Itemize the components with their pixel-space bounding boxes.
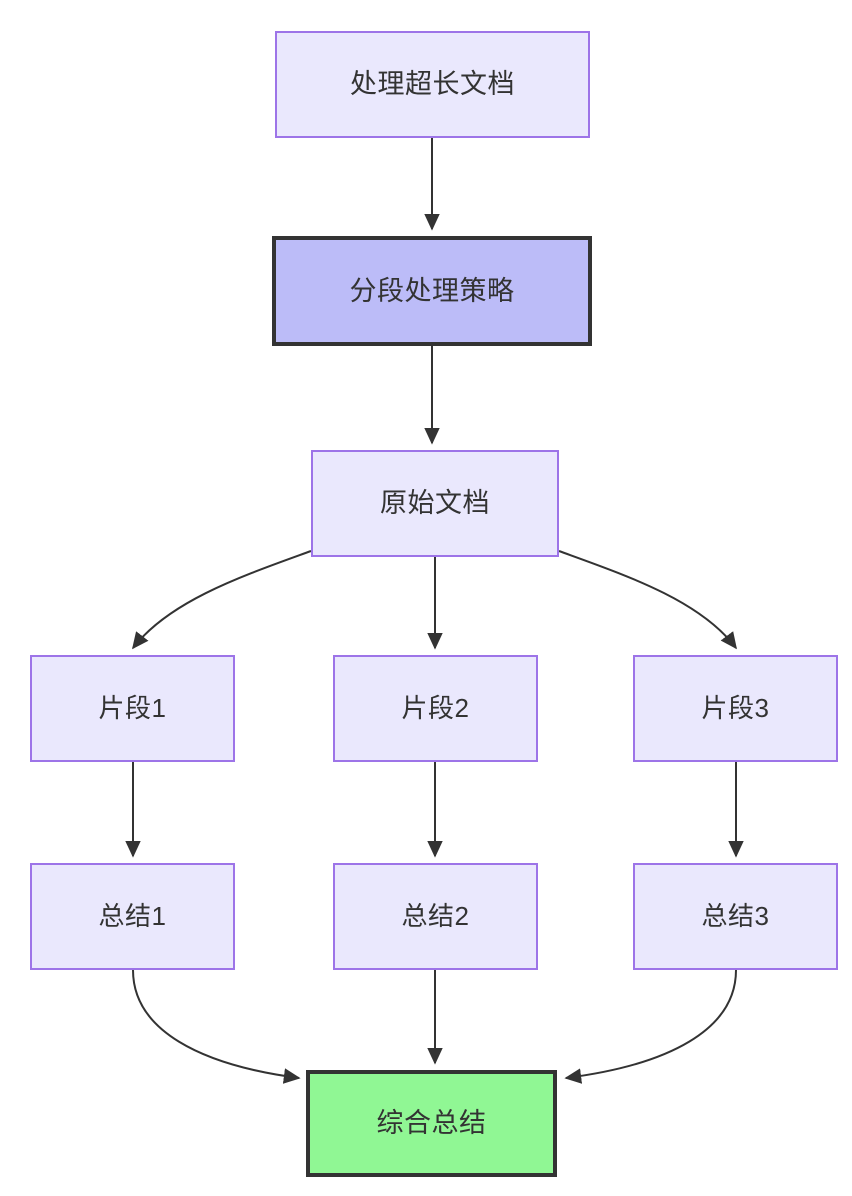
node-strategy-label: 分段处理策略 [349,275,515,306]
node-chunk-3-label: 片段3 [701,692,770,723]
node-summary-1-label: 总结1 [98,900,167,931]
node-chunk-1-label: 片段1 [98,692,167,723]
edge-source-to-chunk3 [558,550,737,650]
node-root-label: 处理超长文档 [350,69,515,100]
node-summary-3-label: 总结3 [701,900,770,931]
node-chunk-2[interactable]: 片段2 [333,655,538,762]
node-final-summary[interactable]: 综合总结 [306,1070,557,1177]
node-source-document[interactable]: 原始文档 [311,450,559,557]
node-chunk-3[interactable]: 片段3 [633,655,838,762]
node-summary-3[interactable]: 总结3 [633,863,838,970]
edge-source-to-chunk1 [132,550,312,650]
node-summary-2-label: 总结2 [401,900,470,931]
node-final-summary-label: 综合总结 [376,1108,487,1139]
edge-summary3-to-final [564,969,737,1084]
node-strategy[interactable]: 分段处理策略 [272,236,592,346]
node-summary-1[interactable]: 总结1 [30,863,235,970]
node-source-document-label: 原始文档 [380,488,490,519]
edge-summary1-to-final [132,969,301,1084]
node-root[interactable]: 处理超长文档 [275,31,590,138]
node-chunk-2-label: 片段2 [401,692,470,723]
node-summary-2[interactable]: 总结2 [333,863,538,970]
node-chunk-1[interactable]: 片段1 [30,655,235,762]
